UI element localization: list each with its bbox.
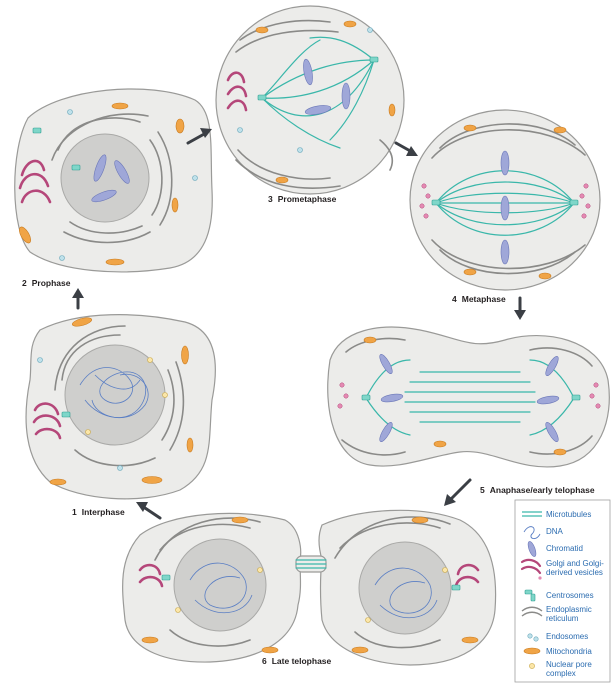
endosomes: [37, 357, 123, 471]
legend-item-nuclear-pore: Nuclear pore complex: [529, 660, 594, 678]
legend-item-er: Endoplasmic reticulum: [521, 605, 594, 623]
er-network: [54, 325, 185, 467]
dna-icon: [79, 367, 149, 419]
legend-label: Centrosomes: [546, 591, 594, 600]
legend-item-centrosomes: Centrosomes: [524, 589, 594, 602]
microtubules: [261, 36, 375, 149]
endosomes: [59, 109, 198, 261]
legend-label: DNA: [546, 527, 564, 536]
dna-icon: [523, 526, 541, 540]
chromatids: [379, 354, 560, 442]
er-icon: [521, 606, 543, 617]
mitochondria: [49, 317, 194, 486]
mitochondria: [141, 516, 479, 654]
golgi-vesicles: [337, 382, 601, 409]
arrow-anaphase-to-telophase: [448, 478, 472, 502]
centrosome-icon: [571, 394, 581, 401]
centrosome-icon: [569, 199, 579, 206]
chromatid-icon: [527, 541, 537, 557]
centrosome-icon: [257, 94, 267, 101]
mitochondria: [19, 102, 185, 266]
centrosome-icon: [369, 56, 379, 63]
microtubules: [365, 359, 575, 436]
legend-label: Endoplasmic reticulum: [546, 605, 594, 623]
centrosome-icon: [61, 411, 71, 418]
centrosome-icon: [161, 574, 171, 581]
legend-label: Chromatid: [546, 544, 583, 553]
legend-label: Mitochondria: [546, 647, 592, 656]
golgi-stack: [138, 563, 480, 588]
centrosome-icon: [451, 584, 461, 591]
cell-metaphase: [409, 109, 601, 291]
er-network: [431, 123, 586, 275]
centrosome-icon: [431, 199, 441, 206]
legend-item-microtubules: Microtubules: [522, 510, 591, 519]
legend-item-dna: DNA: [523, 526, 564, 540]
dna-icon: [189, 562, 438, 619]
nuclear-pores: [175, 567, 448, 623]
cell-late-telophase: [122, 509, 497, 666]
endosome-icon: [527, 633, 539, 642]
cell-anaphase: [327, 326, 610, 468]
microtubules-icon: [522, 511, 542, 517]
cell-interphase: [25, 314, 217, 500]
legend-item-chromatid: Chromatid: [527, 541, 583, 557]
centrosome-icon: [524, 589, 536, 602]
er-network: [51, 113, 173, 244]
centrosome-icon: [32, 127, 81, 171]
golgi-stack: [32, 402, 62, 440]
endosomes: [237, 27, 373, 153]
chromatids: [500, 150, 510, 265]
legend-item-golgi: Golgi and Golgi- derived vesicles: [520, 558, 606, 580]
legend-label: Nuclear pore complex: [546, 660, 594, 678]
mitochondria: [463, 124, 567, 280]
golgi-vesicles: [419, 183, 591, 219]
legend-item-mitochondria: Mitochondria: [523, 647, 592, 656]
nuclear-pores: [85, 357, 168, 435]
golgi-stack: [226, 71, 248, 112]
cell-prometaphase: [215, 5, 405, 195]
legend: Microtubules DNA Chromatid Golgi and Gol…: [514, 499, 611, 683]
midbody-microtubules: [295, 559, 327, 569]
legend-item-endosomes: Endosomes: [527, 632, 588, 642]
centrosome-icon: [361, 394, 371, 401]
golgi-stack: [18, 159, 52, 204]
er-network: [235, 19, 394, 189]
arrow-prophase-to-prometaphase: [186, 131, 208, 145]
mitochondria-icon: [523, 647, 541, 655]
golgi-icon: [520, 558, 542, 580]
legend-label: Endosomes: [546, 632, 588, 641]
mitochondria: [255, 20, 396, 184]
nuclear-pore-icon: [529, 663, 535, 669]
chromatids: [91, 154, 130, 203]
chromatids: [303, 58, 351, 115]
cycle-arrows: [72, 128, 526, 520]
mitochondria: [363, 336, 567, 456]
legend-label: Golgi and Golgi- derived vesicles: [546, 559, 606, 577]
cell-prophase: [14, 88, 213, 273]
legend-label: Microtubules: [546, 510, 591, 519]
